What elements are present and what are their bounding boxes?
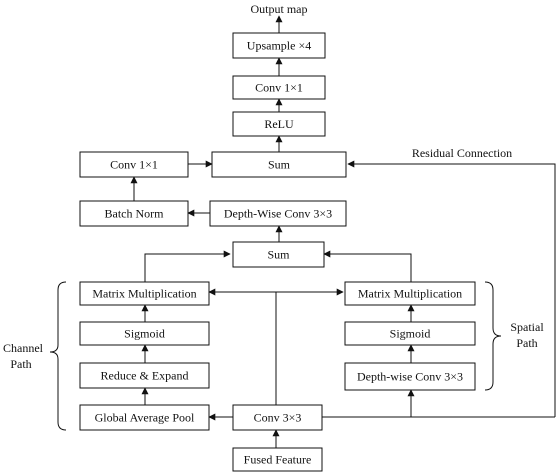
channel-path-label-line2: Path — [10, 357, 31, 371]
sigmoid-left-node: Sigmoid — [79, 321, 210, 346]
spatial-path-brace — [484, 281, 502, 391]
sigmoid-right-node: Sigmoid — [344, 321, 476, 346]
matmul-left-label: Matrix Multiplication — [92, 287, 196, 301]
sum-mid-node: Sum — [232, 241, 325, 268]
matmul-right-label: Matrix Multiplication — [358, 287, 462, 301]
sum-mid-label: Sum — [267, 248, 290, 262]
arrow-matmul-right-to-sum — [323, 250, 412, 282]
conv3x3-label: Conv 3×3 — [254, 411, 302, 425]
sum-top-node: Sum — [211, 151, 347, 178]
conv1x1-left-label: Conv 1×1 — [110, 158, 158, 172]
relu-label: ReLU — [264, 117, 294, 131]
sigmoid-right-label: Sigmoid — [390, 327, 431, 341]
arrow-residual-connection — [347, 160, 556, 417]
fused-feature-label: Fused Feature — [244, 453, 312, 467]
conv1x1-left-node: Conv 1×1 — [79, 151, 189, 178]
dwconv-right-label: Depth-wise Conv 3×3 — [357, 370, 463, 384]
residual-connection-label: Residual Connection — [412, 146, 512, 160]
spatial-path-label-line1: Spatial — [510, 320, 544, 334]
conv3x3-node: Conv 3×3 — [232, 404, 323, 431]
depthwise-conv-node: Depth-Wise Conv 3×3 — [209, 200, 347, 227]
relu-node: ReLU — [232, 111, 326, 137]
conv1x1-top-node: Conv 1×1 — [232, 75, 326, 100]
output-map-label: Output map — [251, 2, 308, 16]
upsample-label: Upsample ×4 — [247, 39, 311, 53]
upsample-node: Upsample ×4 — [232, 32, 326, 59]
spatial-path-label-line2: Path — [516, 336, 537, 350]
batch-norm-node: Batch Norm — [79, 200, 189, 227]
reduce-expand-node: Reduce & Expand — [79, 362, 210, 389]
batch-norm-label: Batch Norm — [105, 207, 165, 221]
global-average-pool-label: Global Average Pool — [95, 411, 195, 425]
global-average-pool-node: Global Average Pool — [79, 404, 210, 431]
arrow-matmul-left-to-sum — [144, 250, 231, 282]
sum-top-label: Sum — [268, 158, 291, 172]
fused-feature-node: Fused Feature — [232, 447, 323, 472]
reduce-expand-label: Reduce & Expand — [101, 369, 189, 383]
connectors — [130, 15, 556, 448]
dwconv-right-node: Depth-wise Conv 3×3 — [344, 362, 476, 391]
matmul-right-node: Matrix Multiplication — [344, 281, 476, 306]
sigmoid-left-label: Sigmoid — [124, 327, 165, 341]
channel-path-label-line1: Channel — [3, 341, 44, 355]
channel-path-brace — [49, 281, 67, 431]
conv1x1-top-label: Conv 1×1 — [255, 81, 303, 95]
matmul-left-node: Matrix Multiplication — [79, 281, 210, 306]
depthwise-conv-label: Depth-Wise Conv 3×3 — [224, 207, 332, 221]
